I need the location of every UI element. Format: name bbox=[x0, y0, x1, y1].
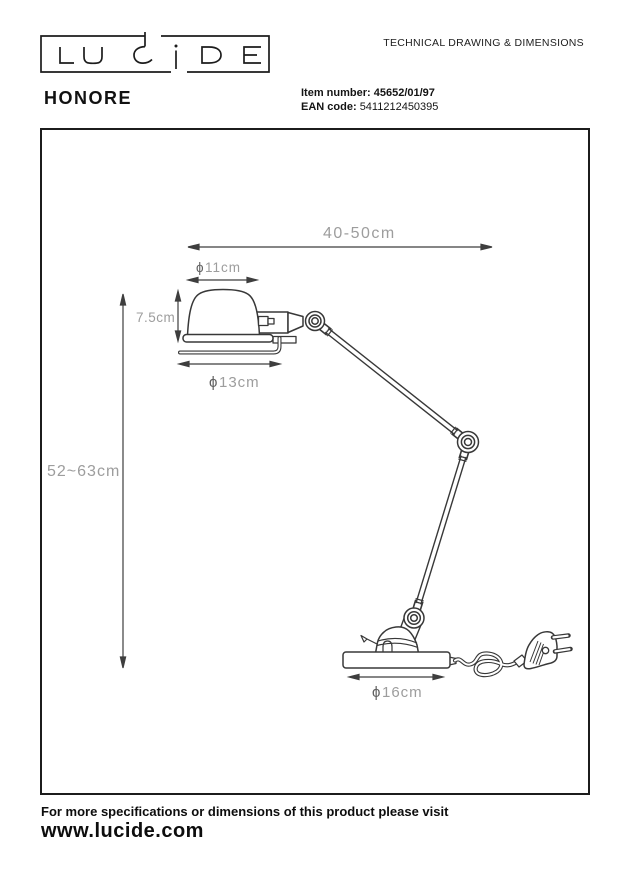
total-height-label: 52~63cm bbox=[47, 463, 120, 480]
ean-code-value: 5411212450395 bbox=[359, 100, 439, 113]
rim-diameter-phi: ϕ bbox=[209, 374, 217, 391]
power-plug bbox=[513, 631, 573, 670]
elbow-joint bbox=[456, 430, 480, 454]
dim-base-diameter-arrow bbox=[346, 673, 446, 681]
ean-code-row: EAN code: 5411212450395 bbox=[301, 101, 438, 115]
shade-height-label: 7.5cm bbox=[136, 310, 175, 325]
lamp-drawing bbox=[178, 288, 573, 678]
head-joint bbox=[304, 310, 326, 332]
product-name: HONORE bbox=[44, 88, 133, 108]
mount-keyhole bbox=[382, 640, 393, 653]
power-cord bbox=[452, 651, 520, 678]
upper-arm bbox=[312, 317, 471, 446]
item-number-value: 45652/01/97 bbox=[373, 87, 435, 99]
switch-lever bbox=[366, 638, 378, 645]
shade-diameter-label: 11cm bbox=[205, 260, 241, 275]
base-plate bbox=[342, 651, 457, 669]
lucide-logo bbox=[40, 32, 270, 73]
base-mount bbox=[360, 607, 425, 657]
dim-rim-diameter-arrow bbox=[176, 360, 283, 368]
website-link[interactable]: www.lucide.com bbox=[41, 820, 204, 842]
dim-total-height-arrow bbox=[119, 293, 127, 669]
ean-code-label: EAN code: bbox=[301, 100, 357, 113]
drawing-frame bbox=[40, 128, 590, 795]
item-number-label: Item number: bbox=[301, 87, 371, 99]
product-codes: Item number: 45652/01/97 EAN code: 54112… bbox=[301, 87, 438, 114]
base-joint bbox=[403, 607, 425, 629]
dimension-labels: 40-50cm ϕ 11cm 7.5cm ϕ 13cm 52~63cm ϕ 16… bbox=[47, 225, 423, 701]
logo-border bbox=[40, 35, 270, 73]
footer-note: For more specifications or dimensions of… bbox=[41, 804, 449, 819]
plug-pins bbox=[550, 633, 573, 654]
document-type-title: TECHNICAL DRAWING & DIMENSIONS bbox=[383, 37, 584, 49]
shade-diameter-phi: ϕ bbox=[196, 260, 204, 275]
lamp-shade bbox=[186, 288, 261, 337]
rim-diameter-label: 13cm bbox=[219, 374, 260, 391]
dimension-arrows bbox=[119, 243, 493, 681]
plug-hole bbox=[541, 646, 550, 655]
lower-arm bbox=[409, 440, 473, 620]
base-diameter-phi: ϕ bbox=[372, 684, 380, 701]
arm-reach-label: 40-50cm bbox=[323, 225, 396, 242]
dim-arm-reach-arrow bbox=[187, 243, 493, 251]
lamp-head bbox=[178, 288, 304, 355]
item-number-row: Item number: 45652/01/97 bbox=[301, 87, 438, 101]
dim-shade-height-arrow bbox=[174, 288, 182, 344]
dim-shade-diameter-arrow bbox=[185, 276, 260, 284]
base-diameter-label: 16cm bbox=[382, 684, 423, 701]
shade-rim bbox=[182, 333, 274, 343]
